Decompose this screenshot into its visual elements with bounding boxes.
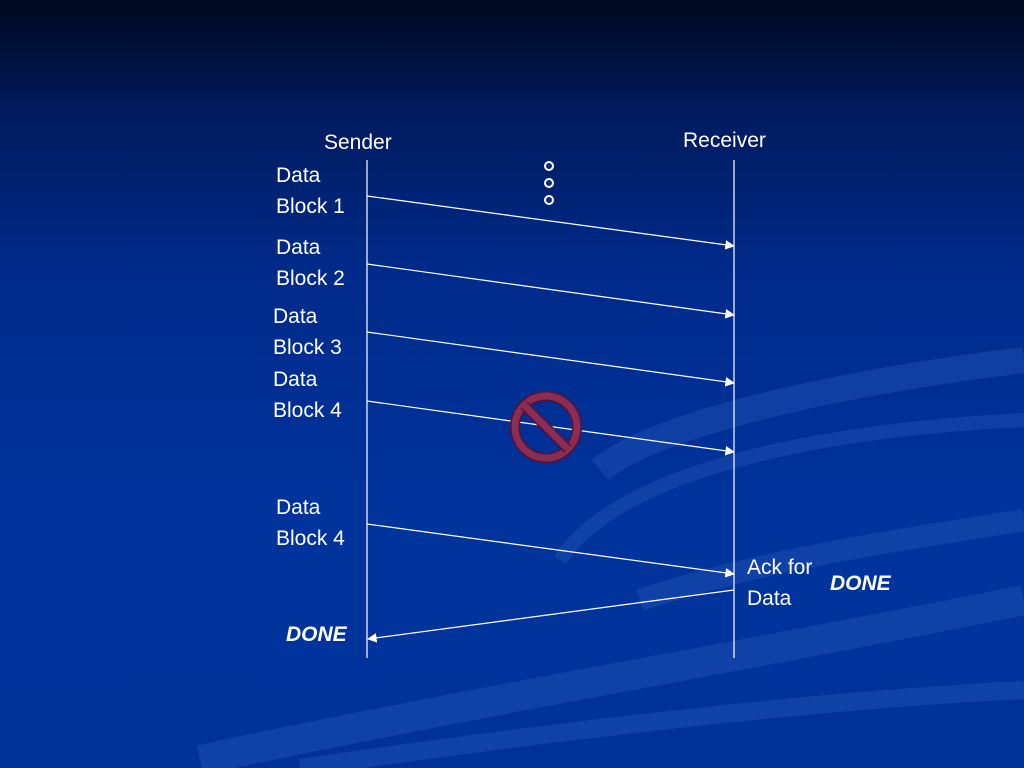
- message-label-block-4-lost: Data Block 4: [273, 364, 342, 426]
- message-label-line1: Data: [276, 496, 321, 519]
- message-arrow-block-1: [366, 195, 735, 250]
- message-label-line2: Block 4: [276, 527, 345, 550]
- message-arrow-block-2: [366, 263, 735, 319]
- message-arrow-block-4-retry: [366, 523, 735, 578]
- message-label-block-3: Data Block 3: [273, 301, 342, 363]
- ack-label: Ack for Data: [747, 552, 812, 614]
- ack-label-line1: Ack for: [747, 556, 813, 579]
- message-label-line2: Block 4: [273, 399, 342, 422]
- receiver-label: Receiver: [683, 129, 766, 152]
- message-label-line2: Block 3: [273, 336, 342, 359]
- message-label-line2: Block 1: [276, 195, 345, 218]
- sender-done-tag: DONE: [286, 623, 347, 646]
- vertical-ellipsis-icon: [544, 161, 554, 205]
- ack-arrow: [367, 589, 735, 643]
- ack-done-tag: DONE: [830, 572, 891, 595]
- prohibited-icon: [510, 391, 582, 463]
- message-label-line2: Block 2: [276, 267, 345, 290]
- message-label-line1: Data: [273, 305, 318, 328]
- ack-label-line2: Data: [747, 587, 792, 610]
- message-label-line1: Data: [273, 368, 318, 391]
- message-label-block-4-retry: Data Block 4: [276, 492, 345, 554]
- message-label-line1: Data: [276, 236, 321, 259]
- message-label-block-1: Data Block 1: [276, 160, 345, 222]
- message-label-block-2: Data Block 2: [276, 232, 345, 294]
- message-label-line1: Data: [276, 164, 321, 187]
- message-arrow-block-3: [366, 331, 735, 387]
- sender-label: Sender: [324, 131, 392, 154]
